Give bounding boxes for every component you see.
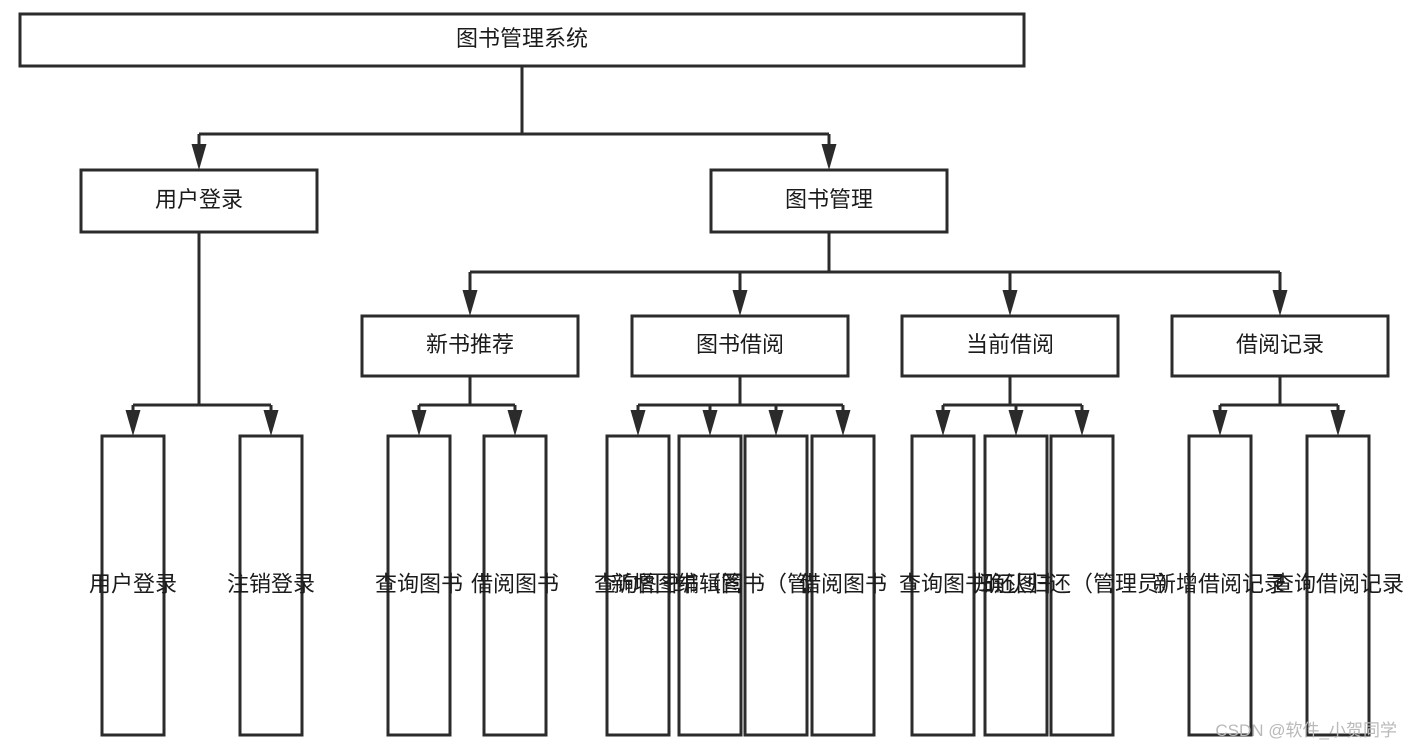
arrow-head-icon (1008, 410, 1024, 436)
connector-group-book-borrow (630, 376, 851, 436)
node-label: 借阅图书 (471, 571, 559, 596)
node-label: 图书管理系统 (456, 26, 588, 51)
node-label: 当前借阅 (966, 332, 1054, 357)
node-label: 用户登录 (155, 187, 243, 212)
node-label: 新书推荐 (426, 332, 514, 357)
connector-group-current-borrow (935, 376, 1090, 436)
node-leaf-borrow-book-1[interactable]: 借阅图书 (471, 434, 559, 737)
arrow-head-icon (768, 410, 784, 436)
node-box (100, 434, 166, 737)
connector-layer (125, 66, 1346, 436)
node-box (386, 434, 452, 737)
node-box (605, 434, 671, 737)
node-label: 借阅记录 (1236, 332, 1324, 357)
node-label: 查询图书 (594, 571, 682, 596)
arrow-head-icon (1272, 290, 1288, 316)
connector-group-user-login (125, 232, 279, 436)
arrow-head-icon (1330, 410, 1346, 436)
node-label: 查询借阅记录 (1272, 571, 1404, 596)
node-box (360, 314, 580, 378)
arrow-head-icon (935, 410, 951, 436)
node-label: 确认归还（管理员） (983, 571, 1181, 596)
node-label: 新增借阅记录 (1154, 571, 1286, 596)
node-box (238, 434, 304, 737)
arrow-head-icon (835, 410, 851, 436)
node-box (810, 434, 876, 737)
node-label: 查询图书 (899, 571, 987, 596)
node-box (1305, 434, 1371, 737)
node-box (983, 434, 1049, 737)
node-root[interactable]: 图书管理系统 (18, 12, 1026, 68)
node-label: 图书管理 (785, 187, 873, 212)
arrow-head-icon (732, 290, 748, 316)
watermark-text: CSDN @软件_小贺同学 (1215, 721, 1397, 740)
node-borrow-record[interactable]: 借阅记录 (1170, 314, 1390, 378)
arrow-head-icon (411, 410, 427, 436)
node-box (79, 168, 319, 234)
node-user-login[interactable]: 用户登录 (79, 168, 319, 234)
node-new-book-recommend[interactable]: 新书推荐 (360, 314, 580, 378)
node-leaf-user-login[interactable]: 用户登录 (89, 434, 177, 737)
node-leaf-query-book-3[interactable]: 查询图书 (899, 434, 987, 737)
node-label: 借阅图书 (799, 571, 887, 596)
node-box (677, 434, 743, 737)
node-box (1170, 314, 1390, 378)
node-label: 查询图书 (375, 571, 463, 596)
arrow-head-icon (702, 410, 718, 436)
node-leaf-edit-book[interactable]: 编辑图书（管理员） (677, 434, 875, 737)
node-leaf-query-record[interactable]: 查询借阅记录 (1272, 434, 1404, 737)
node-box (910, 434, 976, 737)
arrow-head-icon (1074, 410, 1090, 436)
node-leaf-query-book-2[interactable]: 查询图书 (594, 434, 682, 737)
node-box (709, 168, 949, 234)
node-label: 归还图书 (972, 571, 1060, 596)
node-book-borrow[interactable]: 图书借阅 (630, 314, 850, 378)
node-leaf-confirm-return[interactable]: 确认归还（管理员） (983, 434, 1181, 737)
node-label: 用户登录 (89, 571, 177, 596)
arrow-head-icon (125, 410, 141, 436)
connector-group-borrow-record (1212, 376, 1346, 436)
node-box (18, 12, 1026, 68)
node-box (1187, 434, 1253, 737)
connector-group-book-management (462, 232, 1288, 316)
arrow-head-icon (263, 410, 279, 436)
node-box (630, 314, 850, 378)
node-book-management[interactable]: 图书管理 (709, 168, 949, 234)
connector-group-root (191, 66, 837, 170)
arrow-head-icon (191, 144, 207, 170)
arrow-head-icon (462, 290, 478, 316)
arrow-head-icon (507, 410, 523, 436)
node-layer: 图书管理系统用户登录图书管理新书推荐图书借阅当前借阅借阅记录用户登录注销登录查询… (18, 12, 1404, 737)
arrow-head-icon (1002, 290, 1018, 316)
node-leaf-add-record[interactable]: 新增借阅记录 (1154, 434, 1286, 737)
node-label: 图书借阅 (696, 332, 784, 357)
node-label: 注销登录 (227, 571, 315, 596)
arrow-head-icon (821, 144, 837, 170)
arrow-head-icon (630, 410, 646, 436)
node-leaf-return-book[interactable]: 归还图书 (972, 434, 1060, 737)
connector-group-new-book-recommend (411, 376, 523, 436)
node-leaf-borrow-book-2[interactable]: 借阅图书 (799, 434, 887, 737)
node-box (1049, 434, 1115, 737)
node-leaf-query-book-1[interactable]: 查询图书 (375, 434, 463, 737)
arrow-head-icon (1212, 410, 1228, 436)
node-leaf-user-logout[interactable]: 注销登录 (227, 434, 315, 737)
node-box (743, 434, 809, 737)
node-current-borrow[interactable]: 当前借阅 (900, 314, 1120, 378)
node-box (900, 314, 1120, 378)
node-box (482, 434, 548, 737)
